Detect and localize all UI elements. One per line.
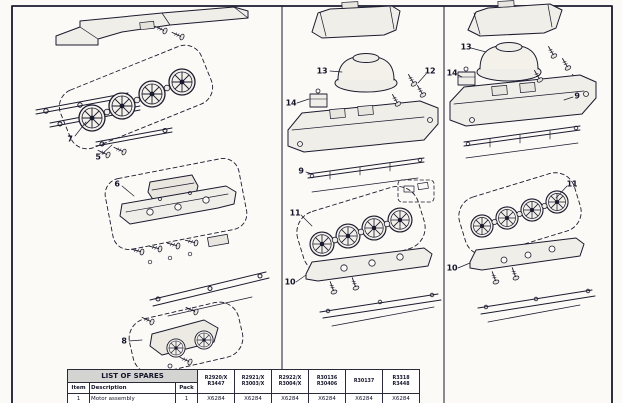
callout-right-11: 11	[566, 179, 578, 189]
part-number-line: R3447	[207, 381, 225, 387]
callout-left-8: 8	[121, 336, 127, 346]
callout-middle-13: 13	[316, 66, 328, 76]
callout-left-6: 6	[114, 179, 120, 189]
left-leader-lines	[74, 121, 143, 342]
part-number-header-4: R30137	[345, 369, 384, 394]
callout-right-14: 14	[446, 68, 458, 78]
left-exploded-view	[35, 6, 270, 375]
list-of-spares-table: LIST OF SPARES R2920/X R3447 R2921/X R30…	[66, 369, 421, 403]
right-leader-lines	[457, 47, 574, 269]
part-number-header-5: R3318 R3448	[382, 369, 421, 394]
part-number-header-3: R30136 R30406	[308, 369, 347, 394]
part-number-header-0: R2920/X R3447	[197, 369, 236, 394]
cell-item: 1	[67, 393, 90, 403]
col-header-item: Item	[67, 382, 90, 394]
part-number-line: R2921/X	[241, 375, 265, 381]
right-exploded-view	[449, 0, 597, 323]
cell-value-1: X6284	[234, 393, 273, 403]
callout-middle-12: 12	[424, 66, 436, 76]
callout-left-7: 7	[67, 134, 73, 144]
part-number-line: R2922/X	[278, 375, 302, 381]
callout-right-9: 9	[574, 91, 580, 101]
part-number-line: R30137	[353, 378, 375, 384]
part-number-header-2: R2922/X R3004/X	[271, 369, 310, 394]
cell-value-2: X6284	[271, 393, 310, 403]
figure-border	[11, 5, 613, 403]
part-number-line: R3448	[392, 381, 410, 387]
part-number-header-1: R2921/X R3003/X	[234, 369, 273, 394]
spares-table-title: LIST OF SPARES	[66, 369, 199, 383]
part-number-line: R30406	[316, 381, 338, 387]
cell-value-4: X6284	[345, 393, 384, 403]
part-number-line: R2920/X	[204, 375, 228, 381]
part-number-line: R3318	[392, 375, 410, 381]
part-number-line: R30136	[316, 375, 338, 381]
col-header-pack: Pack	[174, 382, 199, 394]
callout-middle-11: 11	[289, 208, 301, 218]
callout-right-13: 13	[460, 42, 472, 52]
callout-middle-9: 9	[298, 166, 304, 176]
middle-exploded-view	[287, 1, 442, 327]
middle-leader-lines	[295, 70, 427, 283]
table-row: 1 Motor assembly 1 X6284 X6284 X6284 X62…	[67, 393, 421, 403]
callout-left-5: 5	[95, 152, 101, 162]
callout-right-10: 10	[446, 263, 458, 273]
part-number-line: R3003/X	[241, 381, 265, 387]
callout-middle-14: 14	[285, 98, 297, 108]
cell-value-0: X6284	[197, 393, 236, 403]
cell-pack: 1	[174, 393, 199, 403]
cell-value-5: X6284	[382, 393, 421, 403]
cell-description: Motor assembly	[89, 393, 176, 403]
col-header-description: Description	[89, 382, 176, 394]
part-number-line: R3004/X	[278, 381, 302, 387]
cell-value-3: X6284	[308, 393, 347, 403]
callout-middle-10: 10	[284, 277, 296, 287]
